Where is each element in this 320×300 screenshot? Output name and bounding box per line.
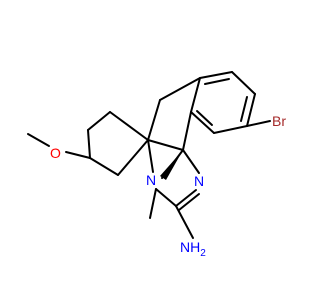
bond (109, 111, 149, 141)
bond (213, 125, 248, 134)
bond (240, 96, 248, 122)
bond (149, 188, 157, 219)
nitrogen-imine-label: N (194, 173, 204, 189)
bond (117, 139, 149, 176)
bond (65, 151, 91, 159)
bond (175, 189, 197, 207)
amine-label: NH2 (180, 239, 206, 259)
bromine-label: Br (272, 113, 286, 129)
amine-nh: NH (180, 239, 200, 255)
oxygen-label: O (50, 145, 61, 161)
bond (87, 111, 111, 131)
bond (89, 157, 119, 176)
bond (147, 99, 161, 141)
bond (199, 71, 233, 79)
nitrogen-ring-label: N (146, 172, 156, 188)
bond (159, 77, 201, 101)
bond (147, 139, 154, 173)
bond (147, 139, 184, 151)
bond (178, 193, 200, 211)
bond (204, 78, 230, 85)
stereo-wedge (160, 150, 183, 180)
bond (87, 129, 91, 159)
bond (246, 93, 256, 127)
bond (155, 188, 177, 207)
bond (175, 205, 194, 239)
bond (182, 149, 200, 174)
bond (196, 110, 213, 126)
bond (27, 133, 50, 147)
molecule-structure: Br O N N NH2 (27, 71, 286, 259)
bond (246, 120, 271, 127)
bond (182, 111, 192, 151)
amine-subscript: 2 (200, 248, 206, 259)
bond (190, 111, 215, 134)
bond (231, 71, 256, 95)
bond (190, 77, 201, 113)
